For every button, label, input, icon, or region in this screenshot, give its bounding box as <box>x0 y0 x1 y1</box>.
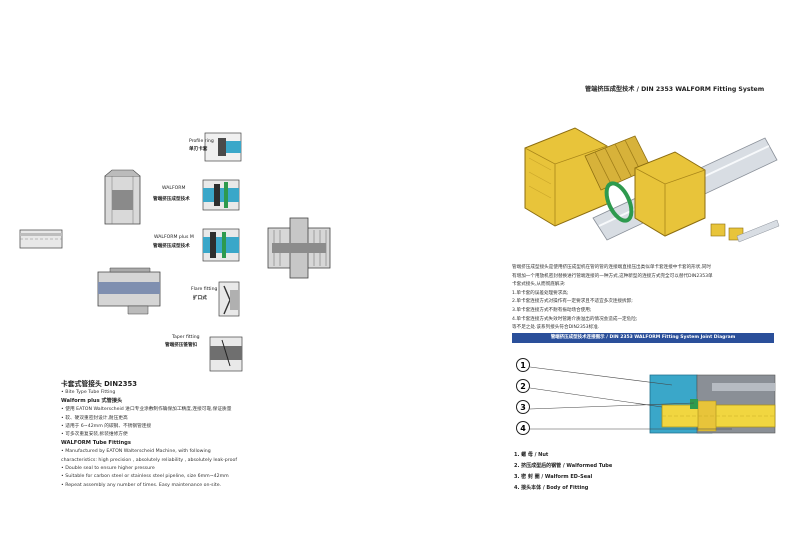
intro-line: 2.单卡套连接方式对操作有一定要求且不适宜多次连接拆卸; <box>512 299 633 305</box>
label-taper-en: Taper fitting <box>172 335 200 340</box>
label-walform-en: WALFORM <box>162 186 186 191</box>
intro-line: 3.单卡套连接方式不耐有振动场合使用; <box>512 307 592 313</box>
joint-diagram: 1 2 3 4 <box>516 358 776 435</box>
marker-4: 4 <box>520 424 526 433</box>
flare-small-drawing <box>218 281 240 317</box>
label-walform-plus-en: WALFORM plus M <box>154 235 194 240</box>
en-point: • Double seal to ensure higher pressure <box>61 466 155 472</box>
walform-plus-heading: Walform plus 式管接头 <box>61 398 123 405</box>
legend-item: 2. 挤压成型后的钢管 / Walformed Tube <box>514 463 613 469</box>
legend-item: 3. 密 封 圈 / Walform ED-Seal <box>514 474 593 480</box>
en-point: • Repeat assembly any number of times. E… <box>61 482 222 488</box>
label-profile-ring-cn: 单刃卡套 <box>189 147 208 152</box>
marker-2: 2 <box>520 382 526 391</box>
page-title: 管端挤压成型技术 / DIN 2353 WALFORM Fitting Syst… <box>585 86 765 93</box>
profile-ring-drawing <box>204 132 242 162</box>
label-walform-cn: 管端挤压成型技术 <box>153 197 190 202</box>
small-fittings <box>710 219 780 243</box>
legend-item: 4. 接头本体 / Body of Fitting <box>514 485 589 491</box>
en-point: characteristics: high precision , absolu… <box>61 457 237 463</box>
fittings-heading: WALFORM Tube Fittings <box>61 440 131 447</box>
walform-plus-drawing <box>202 228 240 262</box>
label-taper-cn: 管端挤压锥管扣 <box>165 343 198 348</box>
intro-line: 4.单卡套连接方式失效时管路介质溢出的情况会造成一定危险; <box>512 316 638 322</box>
marker-1: 1 <box>520 361 526 370</box>
walform-drawing <box>202 179 240 211</box>
tube-drawing <box>19 229 63 249</box>
cn-point: • 软、硬双重密封设计,耐压更高 <box>61 415 128 421</box>
fitting-body-drawing <box>267 217 331 279</box>
intro-line: 管端挤压成型接头是使用挤压成型机在管的管的连接端直接压出类似单卡套连接中卡套的形… <box>512 265 711 270</box>
intro-line: 卡套式接头,从而彻底解决: <box>512 282 566 288</box>
marker-circles <box>516 358 530 435</box>
cn-point: • 适用于 6~42mm 的碳钢、不锈钢管连接 <box>61 423 152 429</box>
intro-line: 有增加一个用放机密封替换进行管端连接的一种方式,这种新型的连接方式完全可以替代D… <box>512 273 713 279</box>
cn-point: • 可多次重复安装,拆装维修方便 <box>61 432 128 438</box>
nut-drawing <box>104 169 141 225</box>
marker-3: 3 <box>520 403 526 412</box>
cn-point: • 使用 EATON Walterscheid 进口专业涂敷制作确保加工精度,连… <box>61 407 232 413</box>
en-point: • Suitable for carbon steel or stainless… <box>61 474 229 480</box>
taper-drawing <box>209 336 243 372</box>
left-subtitle: • Bite Type Tube Fitting <box>61 390 116 395</box>
intro-line: 等不足之处.该系列接头符合DIN2353标准. <box>512 325 600 331</box>
label-flare-en: Flare fitting <box>191 287 218 292</box>
left-title: 卡套式管接头 DIN2353 <box>61 380 137 388</box>
label-flare-cn: 扩口式 <box>193 296 207 301</box>
flare-fitting-drawing <box>97 267 161 315</box>
fitting-illustration <box>524 127 780 243</box>
intro-line: 1.单卡套的误差处理要求高; <box>512 290 569 296</box>
diagram-legend: 1. 螺 母 / Nut 2. 挤压成型后的钢管 / Walformed Tub… <box>514 450 612 494</box>
fitting-drawings <box>19 132 331 372</box>
label-profile-ring-en: Profile ring <box>189 139 214 144</box>
legend-item: 1. 螺 母 / Nut <box>514 452 549 458</box>
en-point: • Manufactured by EATON Walterscheid Mac… <box>61 449 211 455</box>
intro-paragraph: 管端挤压成型接头是使用挤压成型机在管的管的连接端直接压出类似单卡套连接中卡套的形… <box>512 264 774 333</box>
diagram-banner: 管端挤压成型技术连接图示 / DIN 2353 WALFORM Fitting … <box>512 333 774 343</box>
left-description: 卡套式管接头 DIN2353 • Bite Type Tube Fitting … <box>61 380 321 490</box>
label-walform-plus-cn: 管端挤压成型技术 <box>153 244 190 249</box>
